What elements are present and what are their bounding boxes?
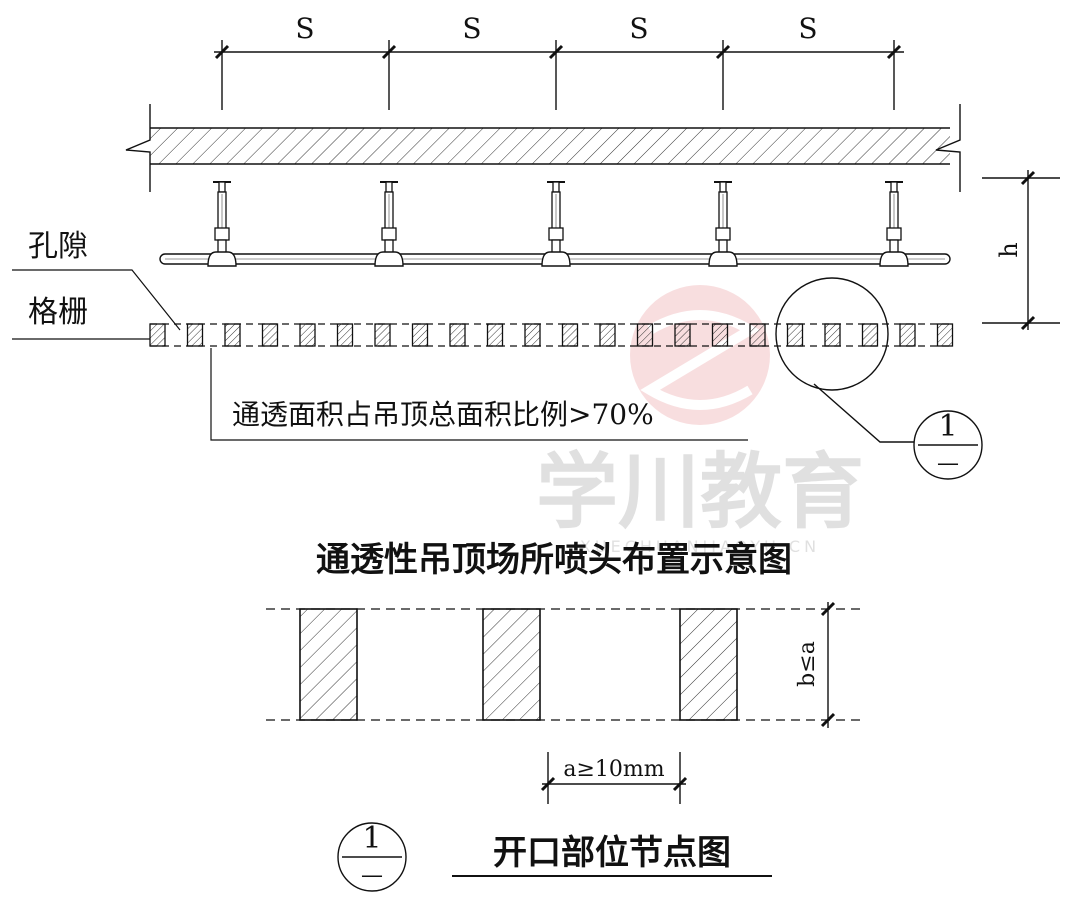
- span-label-1: S: [295, 12, 314, 45]
- watermark-logo-icon: [630, 285, 770, 425]
- grille-bar: [599, 323, 616, 347]
- sprinkler-head-2: [374, 181, 404, 267]
- grille-bar: [636, 323, 654, 347]
- detail-title-mark: [337, 822, 407, 892]
- a-dimension-label: a≥10mm: [563, 757, 664, 782]
- detail-mark-sheet: —: [937, 451, 959, 476]
- b-dimension: [820, 601, 836, 728]
- height-dimension: [982, 170, 1060, 331]
- detail-title-mark-number: 1: [362, 821, 381, 856]
- grille-row: [149, 323, 954, 347]
- ratio-note: 通透面积占吊顶总面积比例>70%: [232, 398, 654, 431]
- b-dimension-label: b≤a: [795, 641, 820, 687]
- grille-bar: [411, 323, 429, 347]
- sprinkler-head-5: [879, 181, 909, 267]
- grille-bar: [299, 323, 316, 347]
- sprinkler-head-4: [708, 181, 738, 267]
- detail-title-mark-sheet: —: [361, 863, 383, 888]
- span-label-3: S: [629, 12, 648, 45]
- span-label-4: S: [798, 12, 817, 45]
- grille-bar: [374, 323, 391, 347]
- grille-bar: [786, 323, 804, 347]
- height-label: h: [995, 242, 1023, 257]
- grille-bar: [749, 323, 766, 347]
- grille-bar: [711, 323, 729, 347]
- sprinkler-head-1: [207, 181, 237, 267]
- watermark: 学川教育 XUECHUANJIAOYU.CN: [536, 285, 864, 556]
- detail-callout: [775, 277, 983, 480]
- layout-title: 通透性吊顶场所喷头布置示意图: [316, 540, 792, 580]
- opening-detail: [266, 608, 866, 721]
- grille-bar: [186, 323, 204, 347]
- grille-bar-detail-2: [482, 608, 541, 721]
- grille-bar: [261, 323, 279, 347]
- grille-bar: [936, 323, 954, 347]
- grille-bar: [824, 323, 841, 347]
- grille-bar: [449, 323, 466, 347]
- ceiling-slab: [125, 104, 961, 192]
- label-leaders: [12, 269, 181, 340]
- grille-bar: [336, 323, 354, 347]
- sprinkler-heads: [207, 181, 909, 267]
- grille-bar: [486, 323, 504, 347]
- grille-bar: [561, 323, 579, 347]
- grille-bar-detail-3: [679, 608, 738, 721]
- grille-bar: [899, 323, 916, 347]
- grille-bar: [524, 323, 541, 347]
- a-dimension: [540, 752, 688, 804]
- grille-bar: [224, 323, 241, 347]
- watermark-text: 学川教育: [536, 445, 864, 540]
- span-dimension: [214, 40, 904, 110]
- grille-bar: [149, 323, 166, 347]
- sprinkler-head-3: [541, 181, 571, 267]
- detail-mark-number: 1: [938, 409, 957, 444]
- watermark-subtext: XUECHUANJIAOYU.CN: [580, 537, 820, 556]
- grille-label: 格栅: [28, 295, 88, 330]
- grille-bar: [861, 323, 879, 347]
- span-label-2: S: [462, 12, 481, 45]
- grille-bar: [674, 323, 691, 347]
- detail-title: 开口部位节点图: [493, 833, 731, 873]
- grille-bar-detail-1: [299, 608, 358, 721]
- ratio-note-leader: [210, 348, 748, 441]
- pore-label: 孔隙: [28, 229, 88, 264]
